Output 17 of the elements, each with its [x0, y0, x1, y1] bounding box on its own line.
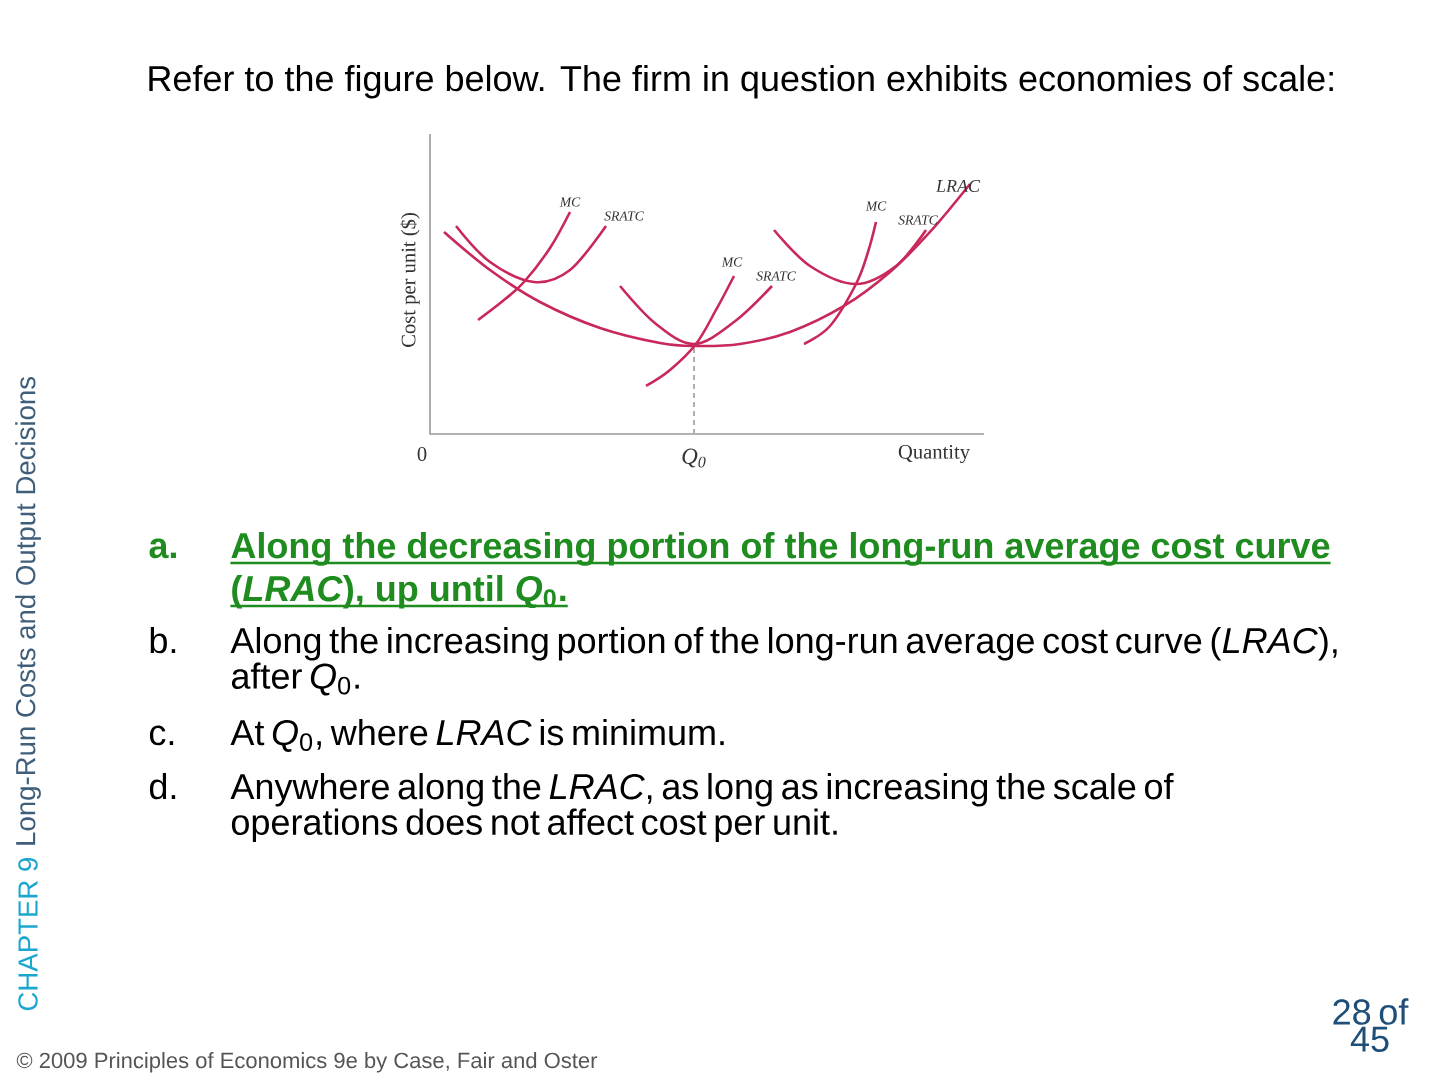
- answer-option: Along the increasing portion of the long-run average cost curve (LRAC), after Q$_{0}$.: [230, 627, 1337, 696]
- answer-option: At Q$_{0}$, where LRAC is minimum.: [230, 718, 724, 752]
- axis-label: Q$_{0}$: [682, 448, 706, 468]
- chapter-number: CHAPTER 9: [18, 858, 38, 1011]
- question-text: Refer to the figure below. The firm in question exhibits economies of scale:: [149, 64, 1333, 99]
- page-number: 28 of 45: [1333, 998, 1409, 1052]
- axis-label: Quantity: [898, 444, 970, 464]
- option-letter: c.: [149, 725, 174, 746]
- chapter-title: Long-Run Costs and Output Decisions: [15, 377, 41, 845]
- option-letter: a.: [149, 538, 176, 559]
- option-letter: b.: [150, 626, 176, 654]
- axis-label: 0: [417, 447, 427, 461]
- curve-label: LRAC: [935, 179, 981, 193]
- footer-text: © 2009 Principles of Economics 9e by Case, Fair and Oster: [16, 1052, 598, 1073]
- axis-label: Cost per unit ($): [400, 213, 420, 347]
- answer-option: Anywhere along the LRAC, as long as increasing the scale of operations does not affect cost per unit.: [230, 772, 1174, 843]
- option-letter: d.: [149, 772, 176, 800]
